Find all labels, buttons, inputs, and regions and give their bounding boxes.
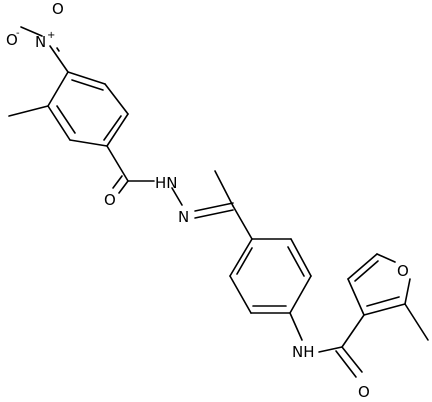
hydrazide-bonds <box>106 145 183 206</box>
amide-bonds <box>289 312 365 378</box>
aryl-methyl-bond <box>8 105 49 117</box>
hydrazide-carbonyl-o-label: O <box>104 191 116 209</box>
phenylene-ring <box>229 238 312 314</box>
nitrobenzene-ring <box>47 71 129 147</box>
nitro-o-minus-label: O <box>6 31 18 49</box>
nitro-o-double-label: O <box>52 0 64 18</box>
nitro-group-bonds <box>20 26 69 73</box>
furan-ring <box>347 253 411 316</box>
furan-o-label: O <box>397 262 409 280</box>
furan-methyl-bond <box>404 303 429 341</box>
amide-nh-label: NH <box>292 343 315 361</box>
hydrazone-bonds <box>194 170 253 240</box>
nitro-n-label: N <box>35 33 46 51</box>
positive-charge-label: + <box>47 30 55 41</box>
hydrazide-nh-label: HN <box>155 174 178 192</box>
amide-carbonyl-o-label: O <box>358 383 370 401</box>
negative-charge-label: - <box>16 28 20 39</box>
hydrazone-n-label: N <box>178 208 189 226</box>
